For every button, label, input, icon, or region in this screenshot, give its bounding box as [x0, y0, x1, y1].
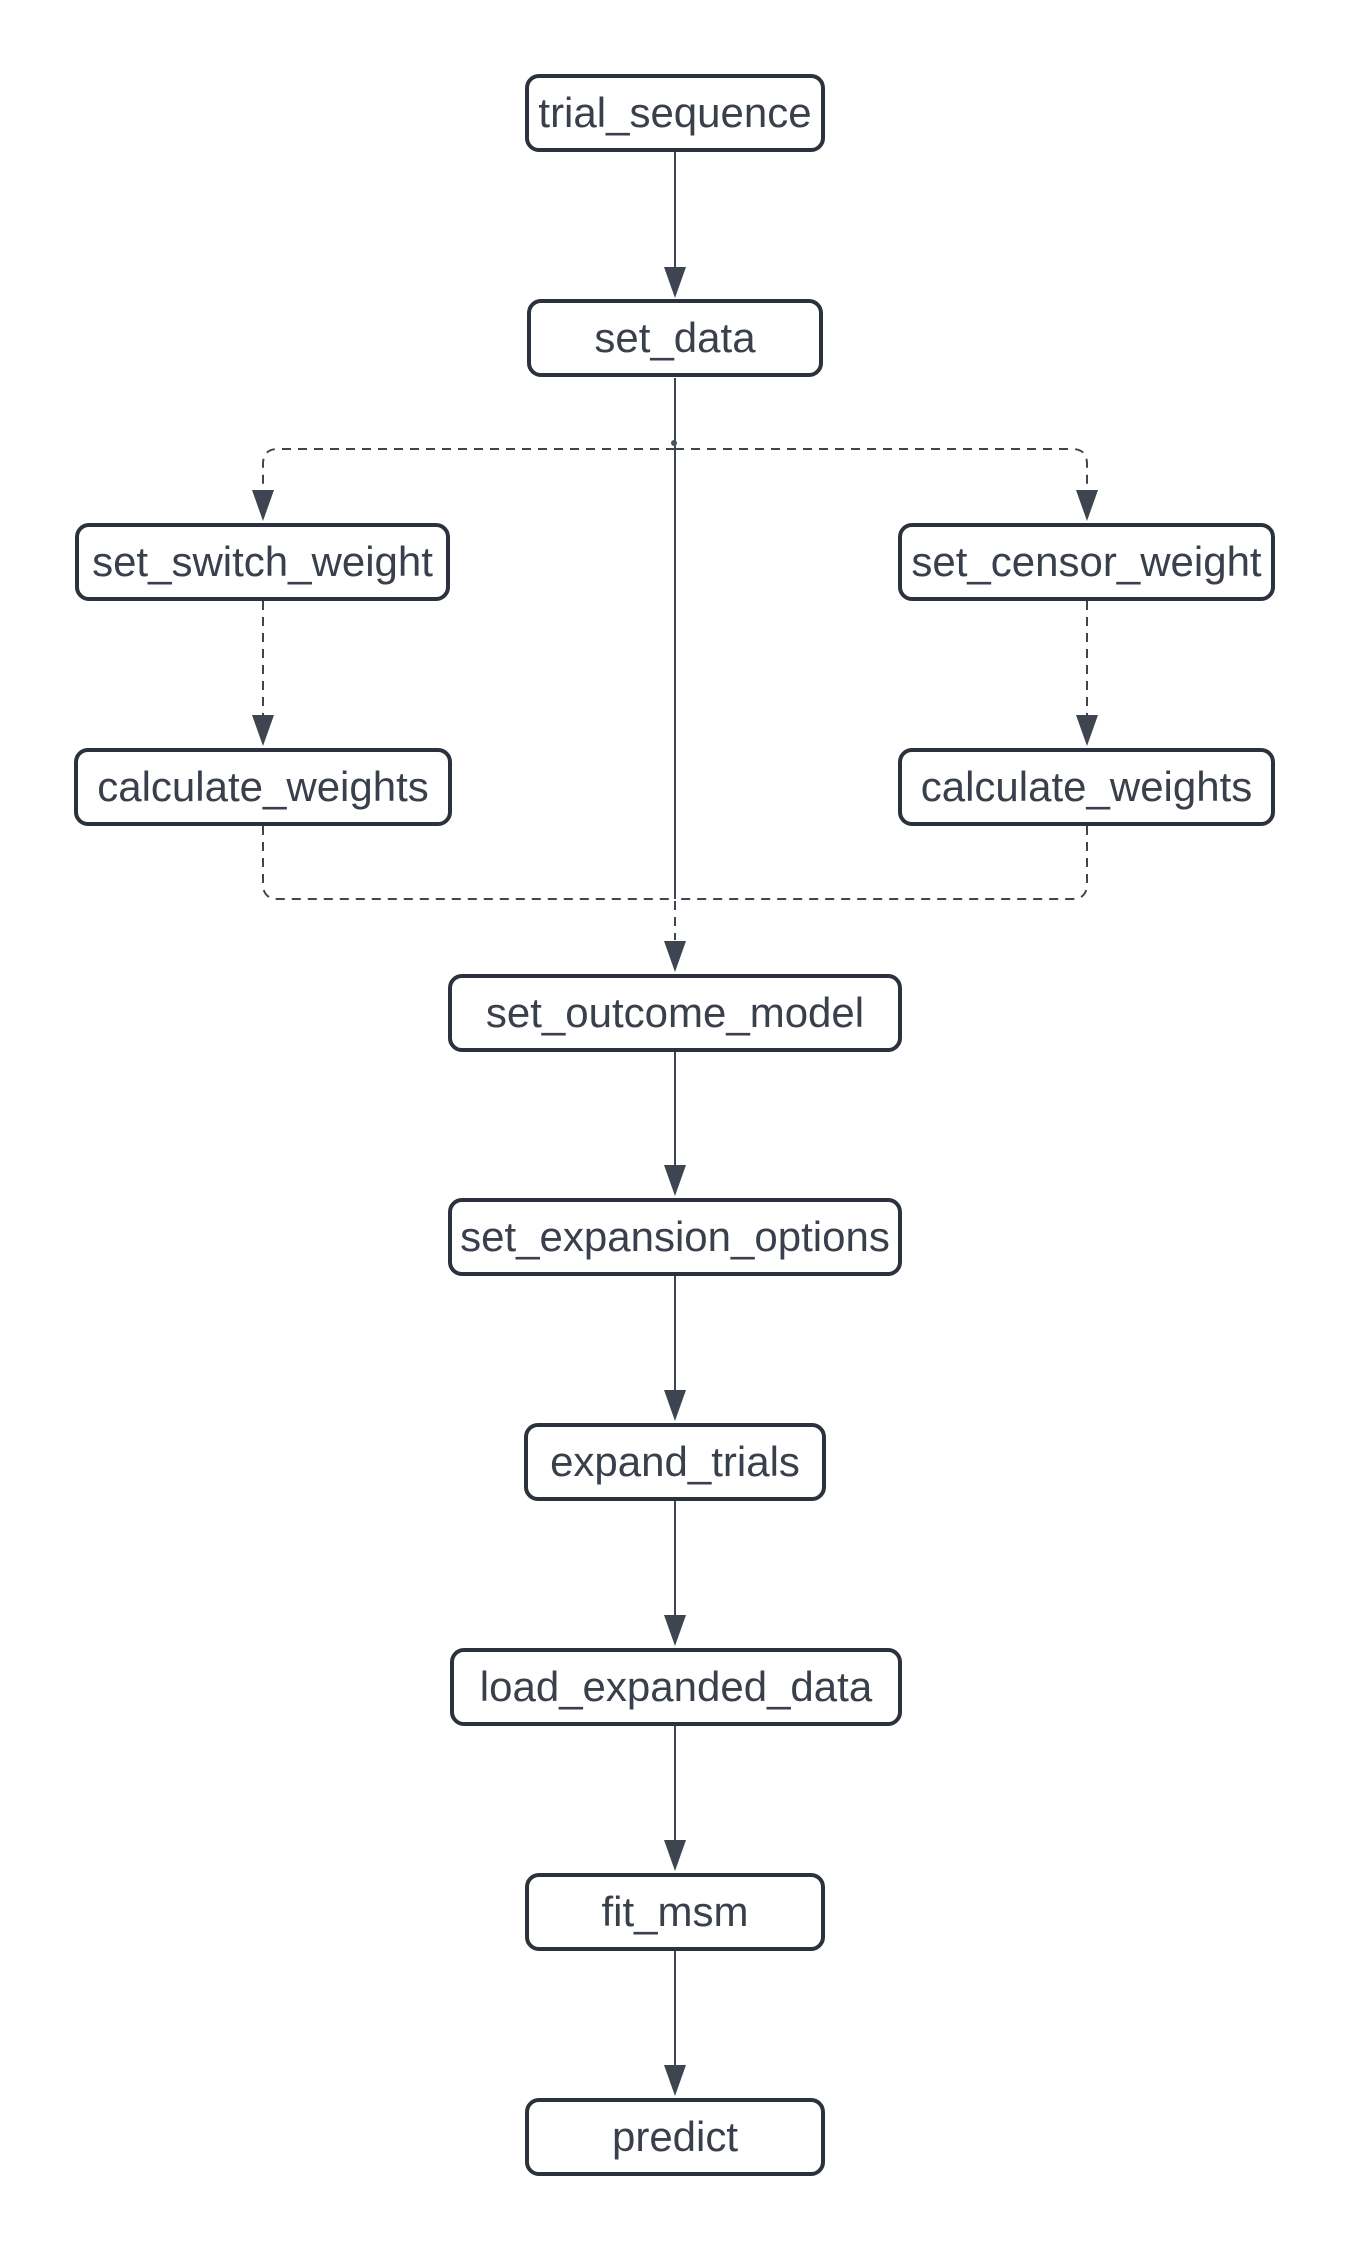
node-load-expanded-data: load_expanded_data [450, 1648, 902, 1726]
node-fit-msm: fit_msm [525, 1873, 825, 1951]
arrowhead-calculate-weights-left [252, 715, 274, 746]
node-set-switch-weight: set_switch_weight [75, 523, 450, 601]
edge-set-data-to-set-censor-weight [675, 448, 1088, 491]
arrowhead-set-switch-weight [252, 490, 274, 521]
node-calculate-weights-censor: calculate_weights [898, 748, 1275, 826]
node-set-outcome-model: set_outcome_model [448, 974, 902, 1052]
node-calculate-weights-switch: calculate_weights [74, 748, 452, 826]
branch-junction-dot [671, 440, 677, 446]
arrowhead-set-expansion-options [664, 1165, 686, 1196]
arrowhead-set-censor-weight [1076, 490, 1098, 521]
arrowhead-load-expanded-data [664, 1615, 686, 1646]
arrowhead-fit-msm [664, 1840, 686, 1871]
edge-calculate-weights-right-to-merge [676, 826, 1088, 900]
arrowhead-predict [664, 2065, 686, 2096]
arrowhead-calculate-weights-right [1076, 715, 1098, 746]
node-expand-trials: expand_trials [524, 1423, 826, 1501]
node-set-data: set_data [527, 299, 823, 377]
edge-set-data-to-set-switch-weight [262, 448, 675, 491]
node-set-expansion-options: set_expansion_options [448, 1198, 902, 1276]
node-predict: predict [525, 2098, 825, 2176]
node-set-censor-weight: set_censor_weight [898, 523, 1275, 601]
arrowhead-set-data [664, 267, 686, 298]
node-trial-sequence: trial_sequence [525, 74, 825, 152]
edge-calculate-weights-left-to-merge [262, 826, 674, 900]
arrowhead-set-outcome-model [664, 941, 686, 972]
arrowhead-expand-trials [664, 1390, 686, 1421]
